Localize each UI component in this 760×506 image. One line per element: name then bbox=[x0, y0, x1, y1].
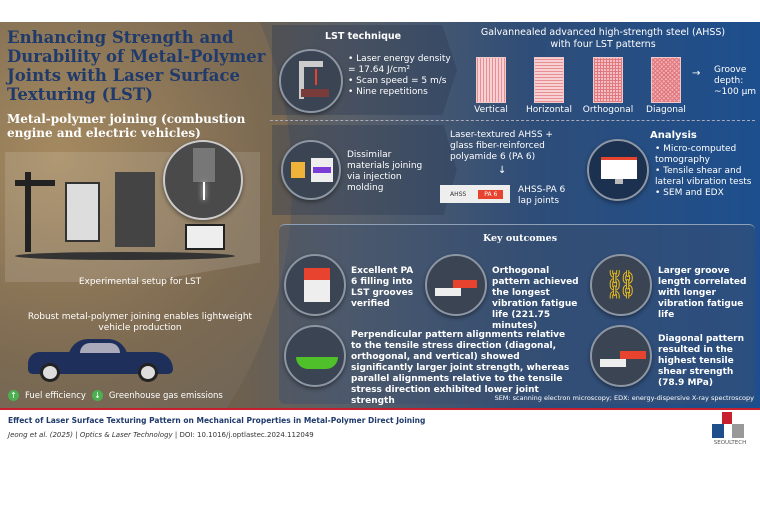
arrow-up-icon: ↑ bbox=[8, 390, 19, 401]
key-outcomes-panel bbox=[279, 224, 755, 404]
pattern-diagonal bbox=[651, 57, 681, 103]
benefit-fuel: Fuel efficiency bbox=[25, 390, 86, 401]
pattern-vertical bbox=[476, 57, 506, 103]
separator: | bbox=[75, 431, 78, 439]
lst-bullet: • Laser energy density = 17.64 J/cm² bbox=[348, 54, 451, 75]
footer-line bbox=[0, 408, 760, 410]
separator: | bbox=[174, 431, 178, 439]
setup-caption: Experimental setup for LST bbox=[78, 277, 202, 287]
shear-test-icon bbox=[590, 325, 652, 387]
authors: Jeong et al. (2025) bbox=[8, 431, 73, 439]
lst-bullets: • Laser energy density = 17.64 J/cm² • S… bbox=[348, 54, 453, 98]
lst-title: LST technique bbox=[325, 31, 402, 42]
pattern-label: Horizontal bbox=[526, 105, 572, 115]
analysis-title: Analysis bbox=[650, 130, 697, 141]
seoultech-logo: SEOULTECH bbox=[708, 410, 752, 450]
arrow-down-icon: ↓ bbox=[91, 390, 103, 401]
bending-stress-icon bbox=[284, 325, 346, 387]
divider bbox=[270, 120, 755, 121]
analysis-bullet: • Tensile shear and lateral vibration te… bbox=[655, 166, 752, 187]
logo-text: SEOULTECH bbox=[713, 440, 747, 446]
analysis-bullet: • SEM and EDX bbox=[655, 188, 724, 198]
lst-bullet: • Nine repetitions bbox=[348, 87, 428, 97]
pattern-label: Vertical bbox=[474, 105, 508, 115]
lap-joint-text: AHSS-PA 6 lap joints bbox=[518, 185, 566, 206]
outcome-3: Larger groove length correlated with lon… bbox=[658, 266, 747, 320]
citation: Jeong et al. (2025) | Optics & Laser Tec… bbox=[8, 431, 314, 439]
ahss-title: Galvannealed advanced high-strength stee… bbox=[480, 27, 726, 50]
pattern-label: Orthogonal bbox=[582, 105, 634, 115]
ahss-label: AHSS bbox=[450, 190, 467, 198]
abbreviations-footnote: SEM: scanning electron microscopy; EDX: … bbox=[494, 394, 754, 402]
groove-filling-icon bbox=[284, 254, 346, 316]
pattern-horizontal bbox=[534, 57, 564, 103]
car-illustration bbox=[28, 337, 173, 382]
analysis-bullet: • Micro-computed tomography bbox=[655, 144, 737, 165]
analysis-bullets: • Micro-computed tomography • Tensile sh… bbox=[655, 144, 755, 199]
outcome-5: Diagonal pattern resulted in the highest… bbox=[658, 334, 745, 388]
laser-closeup-icon bbox=[163, 140, 243, 220]
pa6-label: PA 6 bbox=[478, 189, 504, 199]
main-title: Enhancing Strength and Durability of Met… bbox=[7, 28, 266, 104]
pattern-orthogonal bbox=[593, 57, 623, 103]
fatigue-test-icon bbox=[425, 254, 487, 316]
graphical-abstract: Enhancing Strength and Durability of Met… bbox=[0, 22, 760, 408]
laser-machine-icon bbox=[279, 49, 343, 113]
arrow-right-icon: → bbox=[692, 68, 701, 79]
arrow-down-icon: ↓ bbox=[498, 165, 507, 176]
benefit-ghg: Greenhouse gas emissions bbox=[108, 390, 223, 401]
joining-text: Dissimilar materials joining via injecti… bbox=[347, 150, 423, 193]
benefits: ↑ Fuel efficiency ↓ Greenhouse gas emiss… bbox=[8, 390, 223, 401]
chain-link-icon: ⛓ bbox=[590, 254, 652, 316]
outcome-4: Perpendicular pattern alignments relativ… bbox=[351, 330, 570, 406]
paper-title[interactable]: Effect of Laser Surface Texturing Patter… bbox=[8, 416, 426, 425]
lst-bullet: • Scan speed = 5 m/s bbox=[348, 76, 447, 86]
pattern-label: Diagonal bbox=[646, 105, 686, 115]
outcome-2: Orthogonal pattern achieved the longest … bbox=[492, 266, 579, 331]
doi[interactable]: DOI: 10.1016/j.optlastec.2024.112049 bbox=[179, 431, 314, 439]
materials-text: Laser-textured AHSS + glass fiber-reinfo… bbox=[450, 130, 553, 162]
vehicle-caption: Robust metal-polymer joining enables lig… bbox=[27, 312, 253, 333]
injection-molding-icon bbox=[281, 140, 341, 200]
groove-depth: Groove depth: ~100 µm bbox=[714, 65, 757, 97]
lap-joint-illustration: AHSS PA 6 bbox=[440, 185, 510, 203]
outcomes-title: Key outcomes bbox=[482, 233, 558, 244]
journal: Optics & Laser Technology bbox=[79, 431, 173, 439]
subtitle: Metal-polymer joining (combustion engine… bbox=[7, 112, 246, 140]
outcome-1: Excellent PA 6 filling into LST grooves … bbox=[351, 266, 414, 309]
computer-analysis-icon bbox=[587, 139, 649, 201]
